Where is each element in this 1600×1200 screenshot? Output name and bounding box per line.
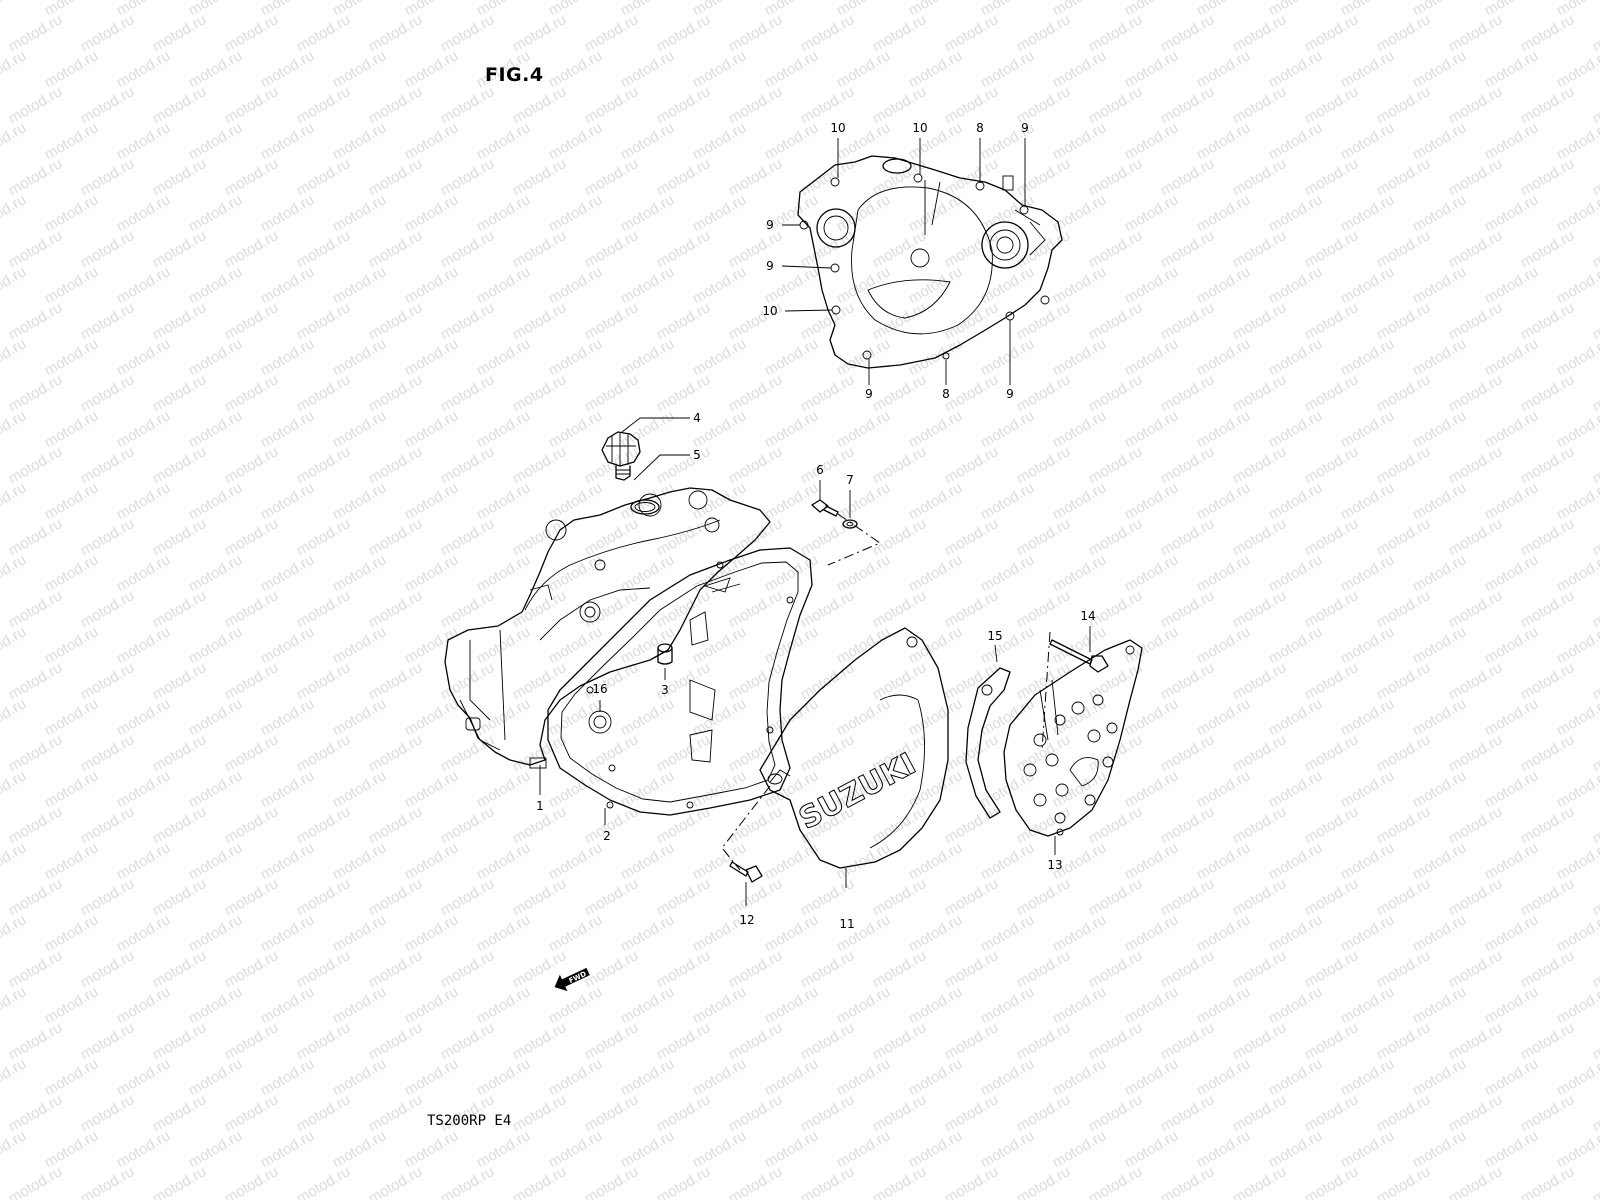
plate-15-illustration — [965, 667, 1011, 819]
callout-7: 7 — [846, 473, 854, 487]
callout-3: 3 — [661, 683, 669, 697]
callouts: 10 10 8 9 9 9 10 9 8 9 4 5 6 7 16 3 1 2 … — [536, 121, 1095, 931]
clutch-cover-illustration — [797, 155, 1063, 369]
oil-filler-cap-illustration — [601, 431, 641, 481]
callout-6: 6 — [816, 463, 824, 477]
washer-7-illustration — [842, 519, 858, 529]
callout-4: 4 — [693, 411, 701, 425]
gasket-illustration — [547, 547, 813, 816]
bolt-6-illustration — [811, 499, 839, 517]
suzuki-logo: SUZUKI — [793, 746, 921, 836]
callout-9-c: 9 — [766, 259, 774, 273]
bolt-12-illustration — [729, 861, 763, 883]
callout-9-a: 9 — [1021, 121, 1029, 135]
callout-9-b: 9 — [766, 218, 774, 232]
callout-11: 11 — [839, 917, 854, 931]
callout-12: 12 — [739, 913, 754, 927]
callout-5: 5 — [693, 448, 701, 462]
callout-15: 15 — [987, 629, 1002, 643]
fwd-label: FWD — [568, 970, 588, 985]
forward-direction-arrow: FWD — [554, 967, 590, 992]
bolt-12-axis — [721, 785, 771, 871]
dowel-pin-illustration — [657, 643, 673, 665]
leader-lines — [539, 417, 1091, 906]
o-ring-illustration — [630, 499, 660, 515]
bolt-14-illustration — [1049, 639, 1109, 673]
callout-10-c: 10 — [762, 304, 777, 318]
sprocket-cover-illustration — [1003, 639, 1143, 837]
clutch-cover-leaders — [781, 138, 1026, 385]
callout-9-d: 9 — [865, 387, 873, 401]
figure-title: FIG.4 — [485, 64, 544, 86]
callout-14: 14 — [1080, 609, 1095, 623]
callout-1: 1 — [536, 799, 544, 813]
callout-13: 13 — [1047, 858, 1062, 872]
model-code: TS200RP E4 — [427, 1113, 512, 1129]
callout-10-b: 10 — [912, 121, 927, 135]
callout-10-a: 10 — [830, 121, 845, 135]
crankcase-illustration — [444, 487, 771, 769]
callout-9-e: 9 — [1006, 387, 1014, 401]
bolt-14-axis — [1041, 631, 1051, 751]
magneto-cover-illustration: SUZUKI — [759, 627, 949, 869]
callout-16: 16 — [592, 682, 607, 696]
callout-2: 2 — [603, 829, 611, 843]
callout-8-a: 8 — [976, 121, 984, 135]
callout-8-b: 8 — [942, 387, 950, 401]
bolt-6-axis — [827, 513, 882, 566]
